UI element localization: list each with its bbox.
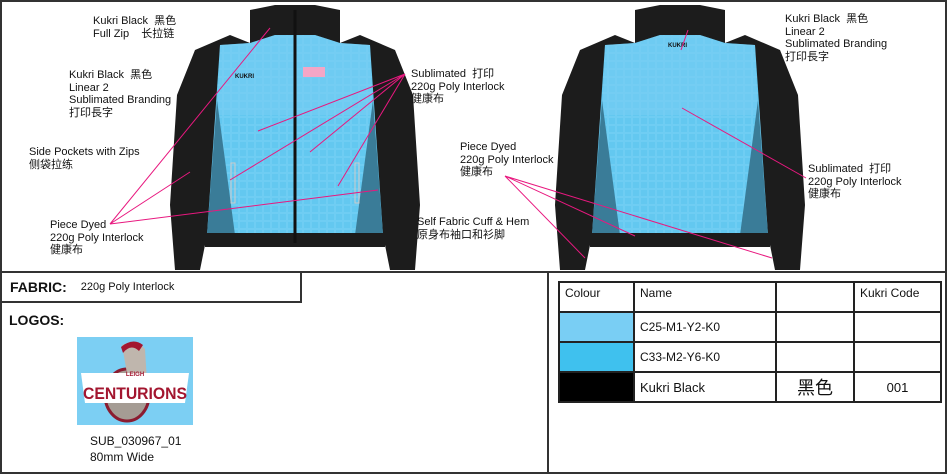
- jacket-illustrations: KUKRI KUKRI: [109, 5, 807, 270]
- back-jacket: KUKRI: [555, 5, 805, 270]
- divider-vertical: [547, 272, 549, 474]
- colour-swatch: [558, 341, 635, 373]
- svg-text:KUKRI: KUKRI: [668, 43, 687, 49]
- fabric-value: 220g Poly Interlock: [80, 280, 175, 293]
- front-jacket: KUKRI: [170, 5, 420, 270]
- colour-table: Colour Name Kukri Code C25-M1-Y2-K0 C33-…: [558, 281, 942, 403]
- colour-swatch: [558, 311, 635, 343]
- svg-text:KUKRI: KUKRI: [235, 74, 254, 80]
- table-row: C25-M1-Y2-K0: [558, 311, 942, 343]
- svg-text:LEIGH: LEIGH: [126, 372, 144, 378]
- table-row: C33-M2-Y6-K0: [558, 341, 942, 373]
- team-logo: LEIGH CENTURIONS: [77, 337, 193, 425]
- table-header: Colour Name Kukri Code: [558, 281, 942, 313]
- fabric-label: FABRIC:: [10, 278, 67, 295]
- colour-swatch: [558, 371, 635, 403]
- divider-horizontal: [0, 271, 947, 273]
- table-row: Kukri Black 黑色 001: [558, 371, 942, 403]
- logos-label: LOGOS:: [9, 312, 65, 328]
- svg-text:CENTURIONS: CENTURIONS: [83, 384, 187, 403]
- fabric-box: FABRIC: 220g Poly Interlock: [0, 272, 302, 303]
- callout-lines: [109, 27, 807, 259]
